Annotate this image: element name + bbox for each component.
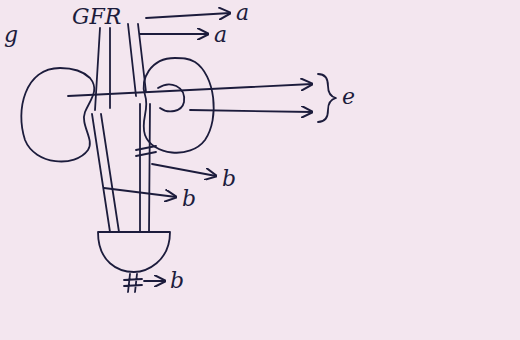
part-label: a [236,0,249,26]
renal-vessel [128,24,136,96]
part-label: g [4,22,18,48]
left-kidney [21,68,94,161]
ureter-tick [136,146,156,156]
leader-arrow [140,33,208,35]
brace [318,74,336,122]
part-label: b [170,268,184,294]
ureter [149,104,150,232]
ureter [92,114,110,232]
leader-arrow [146,13,230,18]
leader-arrow [104,188,176,197]
bladder [98,232,170,272]
leader-arrow [68,84,312,96]
urethra-mark [124,274,142,292]
part-label: GFR [72,4,121,30]
ureter [101,114,119,232]
part-label: b [222,166,236,192]
leader-arrow [152,164,216,176]
leader-arrow [144,280,165,282]
part-label: a [214,22,227,48]
renal-vessel [95,28,100,110]
kidney-pelvis [158,84,184,111]
renal-vessel [109,28,111,108]
part-label: e [342,84,355,110]
right-kidney [144,58,214,153]
ureter [139,104,141,232]
leader-arrow [190,110,312,112]
part-label: b [182,186,196,212]
